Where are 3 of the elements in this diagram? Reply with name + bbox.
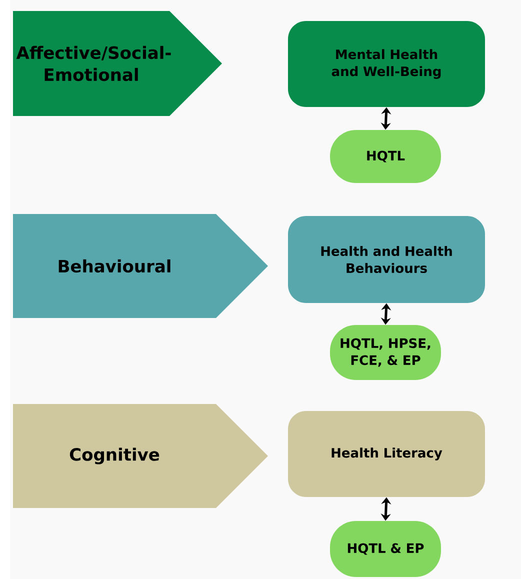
process-box: Mental Health and Well-Being — [288, 21, 485, 107]
process-box: Health and Health Behaviours — [288, 216, 485, 303]
process-box: Health Literacy — [288, 411, 485, 497]
